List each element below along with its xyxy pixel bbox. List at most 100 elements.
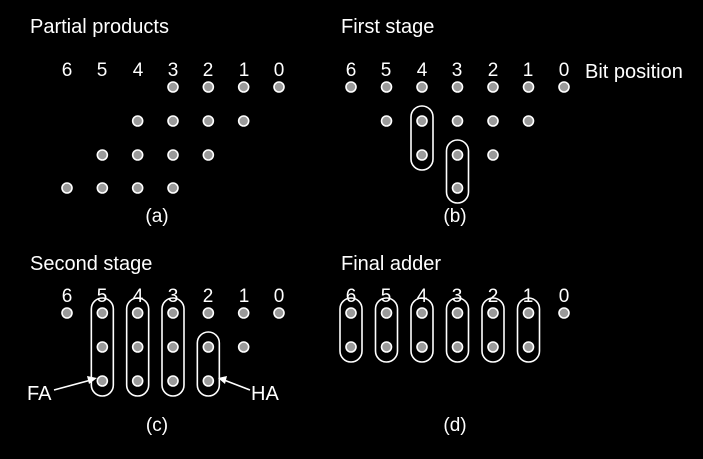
dot-row-0-bit-4 xyxy=(131,307,144,319)
fa-label: FA xyxy=(27,383,52,405)
panel-b-bit-label-0: 0 xyxy=(559,60,570,81)
panel-d-bit-label-4: 4 xyxy=(417,286,428,307)
panel-c: Second stage 6 5 4 3 2 1 0 FA HA (c) xyxy=(27,253,285,436)
adder-group-bit-2 xyxy=(481,297,505,363)
dot-row-0-bit-2 xyxy=(487,81,499,93)
panel-c-bit-label-3: 3 xyxy=(168,286,179,307)
dot-row-2-bit-2 xyxy=(487,149,499,161)
panel-d-bit-label-2: 2 xyxy=(488,286,499,307)
dot-row-1-bit-1 xyxy=(522,115,535,127)
panel-a-bit-label-3: 3 xyxy=(168,60,179,81)
dot-row-0-bit-0 xyxy=(558,81,570,93)
ha-arrowhead xyxy=(218,376,227,384)
dot-row-0-bit-3 xyxy=(451,81,464,93)
dot-row-1-bit-1 xyxy=(522,341,535,353)
panel-d-bit-labels: 6 5 4 3 2 1 0 xyxy=(346,286,570,307)
adder-group-bit-3 xyxy=(445,139,470,204)
dot-row-2-bit-2 xyxy=(202,375,215,387)
dot-row-1-bit-3 xyxy=(451,115,464,127)
dot-row-1-bit-2 xyxy=(202,341,215,353)
dot-row-1-bit-3 xyxy=(451,341,464,353)
dot-row-1-bit-3 xyxy=(167,115,179,127)
dot-row-2-bit-2 xyxy=(202,149,215,161)
dot-row-1-bit-2 xyxy=(487,341,499,353)
dot-row-0-bit-2 xyxy=(202,307,215,319)
dot-row-2-bit-3 xyxy=(451,149,464,161)
panel-c-bit-label-5: 5 xyxy=(97,286,108,307)
adder-group-bit-4 xyxy=(410,297,434,363)
dot-row-0-bit-3 xyxy=(451,307,464,319)
panel-d-caption: (d) xyxy=(443,415,466,436)
panel-a-caption: (a) xyxy=(145,206,168,227)
panel-b-bit-label-1: 1 xyxy=(523,60,534,81)
panel-b-bit-label-4: 4 xyxy=(417,60,428,81)
dot-row-0-bit-1 xyxy=(237,81,250,93)
dot-row-3-bit-3 xyxy=(451,182,464,194)
dot-row-1-bit-4 xyxy=(416,341,428,353)
dot-row-0-bit-0 xyxy=(558,307,570,319)
dot-row-2-bit-4 xyxy=(416,149,428,161)
panel-c-dots xyxy=(61,297,285,397)
dot-row-3-bit-5 xyxy=(96,182,109,194)
dot-row-3-bit-3 xyxy=(167,182,179,194)
panel-d-bit-label-6: 6 xyxy=(346,286,357,307)
panel-c-caption: (c) xyxy=(146,415,168,436)
adder-group-bit-3 xyxy=(161,297,185,397)
panel-b-bit-labels: 6 5 4 3 2 1 0 xyxy=(346,60,570,81)
adder-group-bit-5 xyxy=(374,297,399,363)
panel-c-bit-label-0: 0 xyxy=(274,286,285,307)
adder-group-bit-1 xyxy=(516,297,541,363)
panel-b-caption: (b) xyxy=(443,206,466,227)
dot-row-0-bit-1 xyxy=(522,81,535,93)
panel-a-bit-label-2: 2 xyxy=(203,60,214,81)
panel-a-bit-label-6: 6 xyxy=(62,60,73,81)
dot-row-1-bit-5 xyxy=(380,341,393,353)
panel-c-title: Second stage xyxy=(30,253,152,275)
dot-row-2-bit-5 xyxy=(96,375,109,387)
dot-row-0-bit-1 xyxy=(522,307,535,319)
panel-c-bit-label-2: 2 xyxy=(203,286,214,307)
fa-arrowhead xyxy=(87,376,97,384)
dot-row-0-bit-5 xyxy=(380,81,393,93)
dot-row-1-bit-2 xyxy=(202,115,215,127)
adder-group-bit-6 xyxy=(339,297,363,363)
dot-row-1-bit-1 xyxy=(237,115,250,127)
fa-arrow xyxy=(53,379,92,391)
dot-row-0-bit-3 xyxy=(167,81,179,93)
dot-row-2-bit-4 xyxy=(131,375,144,387)
panel-b-bit-label-2: 2 xyxy=(488,60,499,81)
dot-row-0-bit-2 xyxy=(202,81,215,93)
panel-a-dots xyxy=(61,81,285,194)
panel-b-dots xyxy=(345,81,570,204)
panel-b-bit-label-5: 5 xyxy=(381,60,392,81)
dot-row-0-bit-2 xyxy=(487,307,499,319)
dot-row-0-bit-4 xyxy=(416,81,428,93)
panel-d-title: Final adder xyxy=(341,253,441,275)
dot-row-0-bit-6 xyxy=(345,307,357,319)
adder-group-bit-2 xyxy=(196,331,221,397)
dot-row-0-bit-6 xyxy=(345,81,357,93)
dot-row-1-bit-6 xyxy=(345,341,357,353)
panel-c-bit-label-6: 6 xyxy=(62,286,73,307)
dot-row-0-bit-5 xyxy=(96,307,109,319)
adder-group-bit-3 xyxy=(445,297,470,363)
dot-row-2-bit-5 xyxy=(96,149,109,161)
dot-row-0-bit-3 xyxy=(167,307,179,319)
adder-group-bit-4 xyxy=(125,297,150,397)
dot-row-0-bit-0 xyxy=(273,307,285,319)
panel-d-bit-label-3: 3 xyxy=(452,286,463,307)
adder-group-bit-4 xyxy=(410,105,434,171)
panel-b-title: First stage xyxy=(341,16,434,38)
panel-d-bit-label-0: 0 xyxy=(559,286,570,307)
dot-row-1-bit-4 xyxy=(416,115,428,127)
panel-a-bit-label-4: 4 xyxy=(133,60,144,81)
dot-row-0-bit-6 xyxy=(61,307,73,319)
panel-a-bit-label-0: 0 xyxy=(274,60,285,81)
dot-row-1-bit-1 xyxy=(237,341,250,353)
ha-arrow xyxy=(223,379,251,391)
panel-c-bit-label-1: 1 xyxy=(239,286,250,307)
panel-b: First stage 6 5 4 3 2 1 0 Bit position (… xyxy=(341,16,683,227)
dot-row-0-bit-0 xyxy=(273,81,285,93)
panel-b-bit-label-3: 3 xyxy=(452,60,463,81)
